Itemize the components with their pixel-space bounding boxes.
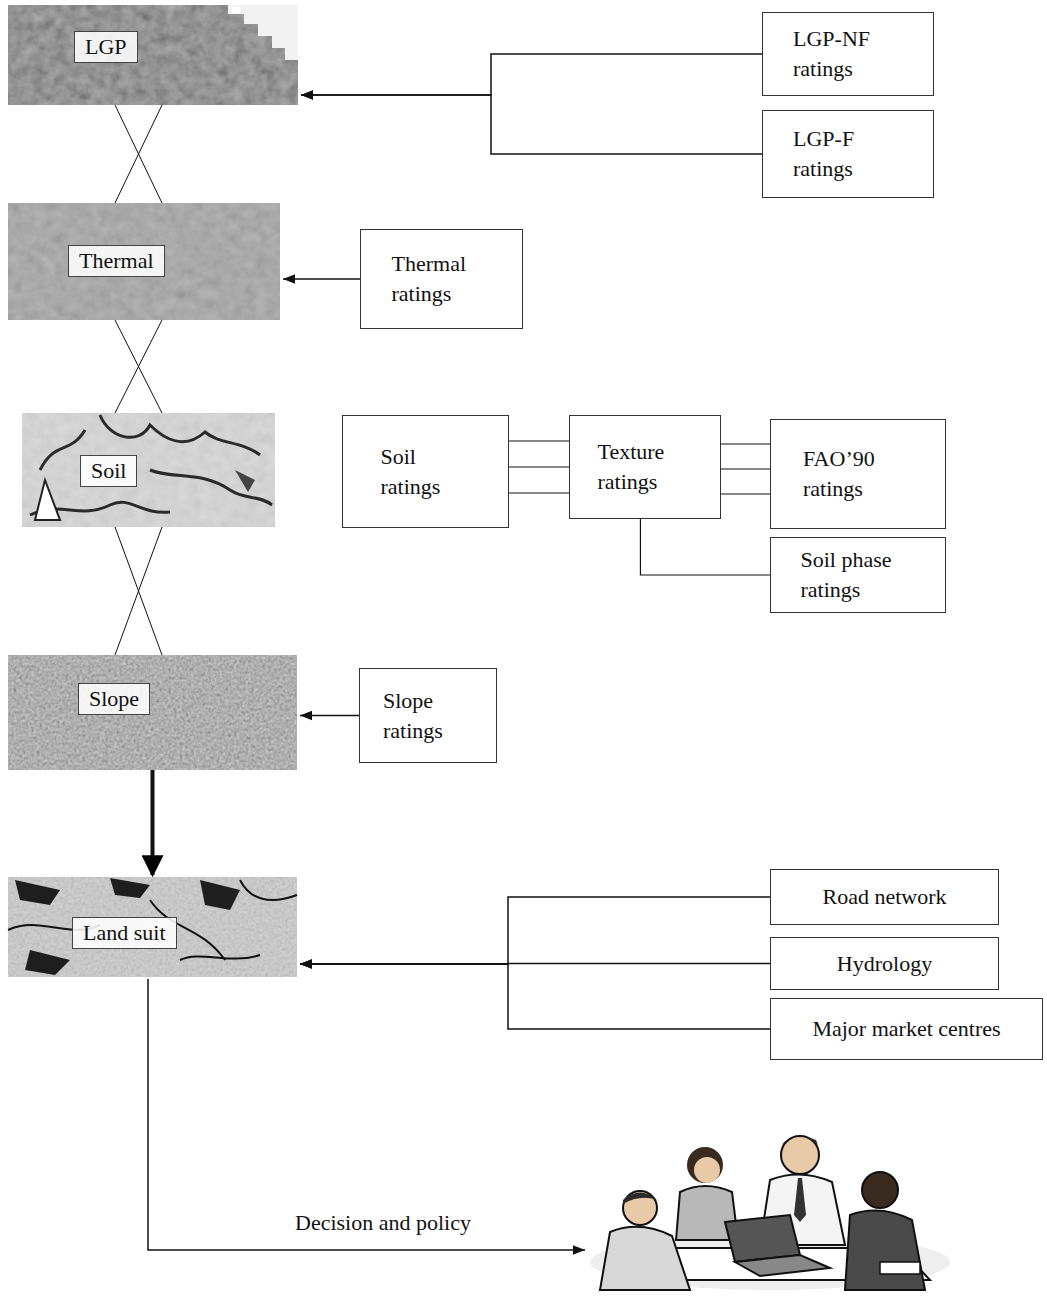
rating-box: Soil ratings — [342, 415, 509, 528]
thermal-map-node: Thermal — [8, 203, 280, 320]
connector — [115, 320, 162, 413]
map-label: LGP — [74, 31, 138, 63]
soil-map — [22, 413, 275, 527]
connector — [300, 715, 359, 716]
flow-label-holder: Decision and policy — [295, 1210, 471, 1236]
connector-line — [300, 715, 359, 717]
connector-line — [301, 95, 762, 154]
connector-line — [509, 492, 569, 493]
decision-line — [148, 979, 585, 1250]
map-label: Thermal — [68, 245, 165, 277]
connector-line — [115, 105, 162, 203]
connector — [115, 105, 162, 203]
connector — [115, 527, 162, 655]
rating-box: Road network — [770, 869, 999, 925]
map-label: Land suit — [72, 917, 177, 949]
team-illustration — [590, 1136, 950, 1290]
connector-line — [283, 278, 360, 280]
connector-line — [640, 519, 770, 575]
rating-box: Soil phase ratings — [770, 537, 946, 613]
box-label: Thermal ratings — [392, 249, 492, 308]
box-label: Texture ratings — [598, 437, 693, 496]
box-label: Soil ratings — [381, 442, 471, 501]
box-label: Soil phase ratings — [801, 545, 916, 604]
rating-box: Hydrology — [770, 937, 999, 990]
connector-line — [151, 770, 155, 875]
land-suitability-map-node: Land suit — [8, 877, 297, 977]
connector-line — [115, 527, 162, 655]
box-label: FAO’90 ratings — [803, 444, 913, 503]
connector — [640, 519, 770, 575]
connector — [300, 964, 770, 1029]
box-label: LGP-NF ratings — [793, 24, 903, 83]
box-label: Major market centres — [812, 1014, 1000, 1044]
connector — [301, 54, 762, 95]
connector — [152, 770, 153, 875]
thermal-map — [8, 203, 280, 320]
rating-box: Thermal ratings — [360, 229, 523, 329]
slope-map — [8, 655, 297, 770]
connector-line — [721, 443, 770, 444]
connector-line — [509, 466, 569, 467]
box-label: Hydrology — [837, 949, 932, 979]
lgp-map-node: LGP — [8, 5, 298, 105]
rating-box: Texture ratings — [569, 415, 721, 519]
connector-line — [115, 320, 162, 413]
connector — [283, 279, 360, 280]
connector-line — [115, 320, 162, 413]
connector-line — [115, 527, 162, 655]
map-label: Soil — [80, 455, 137, 487]
flow-label: Decision and policy — [295, 1210, 471, 1235]
connector-line — [300, 897, 770, 964]
land-suitability-map — [8, 877, 297, 977]
box-label: Slope ratings — [383, 686, 473, 745]
rating-box: FAO’90 ratings — [770, 419, 946, 529]
rating-box: LGP-F ratings — [762, 110, 934, 198]
soil-map-node: Soil — [22, 413, 275, 527]
box-label: Road network — [822, 882, 946, 912]
connector-line — [509, 440, 569, 441]
connector — [509, 441, 569, 493]
connector — [301, 95, 762, 154]
connector-line — [300, 964, 770, 1029]
connector — [721, 444, 770, 494]
rating-box: Slope ratings — [359, 668, 497, 763]
connector-line — [721, 468, 770, 469]
box-label: LGP-F ratings — [793, 124, 903, 183]
connector-line — [115, 105, 162, 203]
connector — [300, 897, 770, 964]
lgp-map — [8, 5, 298, 105]
map-label: Slope — [78, 683, 150, 715]
connector-line — [721, 493, 770, 494]
rating-box: Major market centres — [770, 998, 1043, 1060]
slope-map-node: Slope — [8, 655, 297, 770]
rating-box: LGP-NF ratings — [762, 12, 934, 96]
connector-line — [301, 54, 762, 95]
